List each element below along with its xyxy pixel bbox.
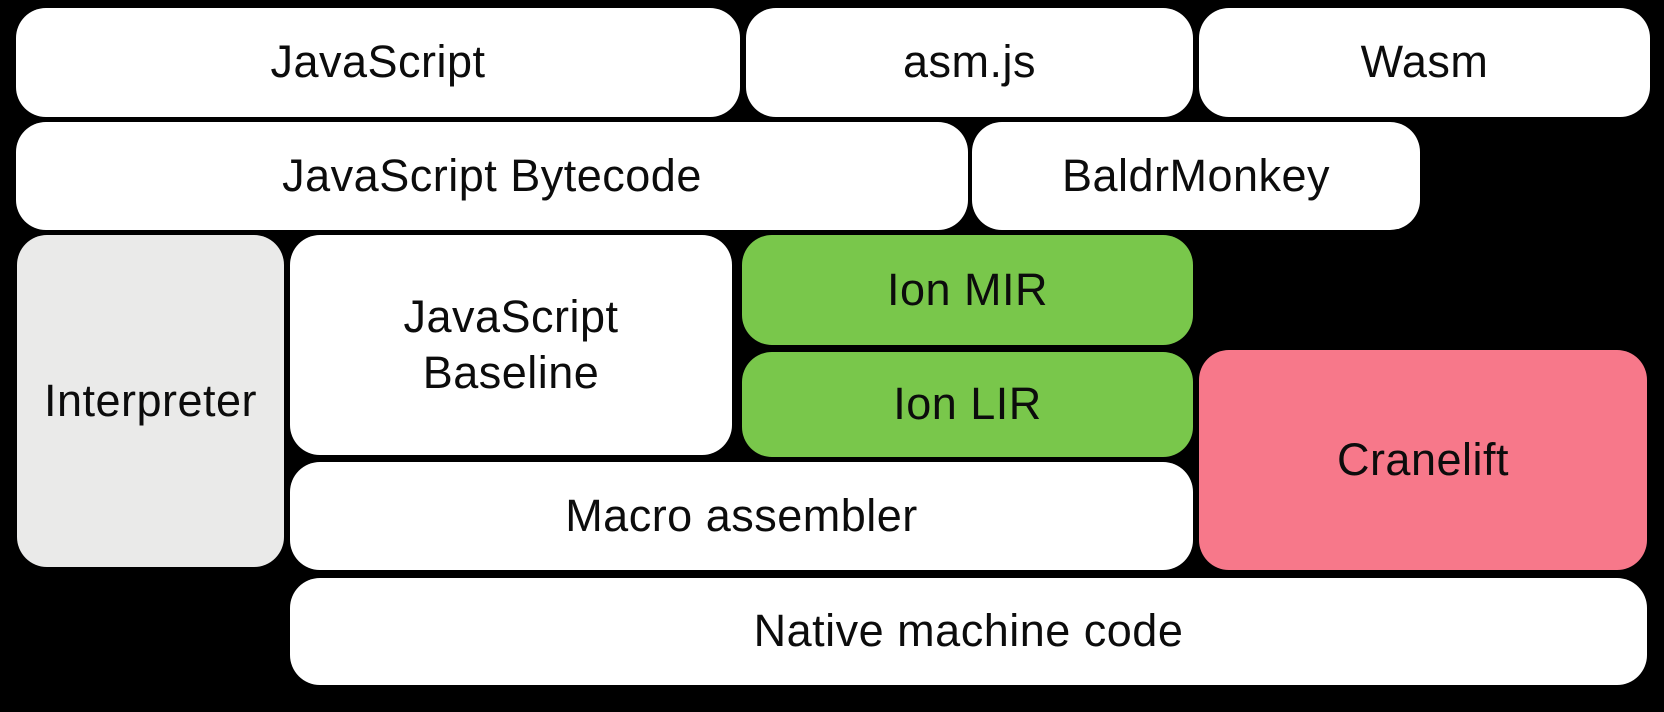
box-macro-assembler: Macro assembler [290, 462, 1193, 570]
box-asmjs: asm.js [746, 8, 1193, 117]
box-native-machine-code: Native machine code [290, 578, 1647, 685]
box-wasm: Wasm [1199, 8, 1650, 117]
box-interpreter: Interpreter [17, 235, 284, 567]
box-ion-lir: Ion LIR [742, 352, 1193, 457]
box-ion-mir: Ion MIR [742, 235, 1193, 345]
box-javascript-baseline: JavaScript Baseline [290, 235, 732, 455]
box-baldrmonkey: BaldrMonkey [972, 122, 1420, 230]
box-cranelift: Cranelift [1199, 350, 1647, 570]
box-javascript-bytecode: JavaScript Bytecode [16, 122, 968, 230]
box-javascript: JavaScript [16, 8, 740, 117]
